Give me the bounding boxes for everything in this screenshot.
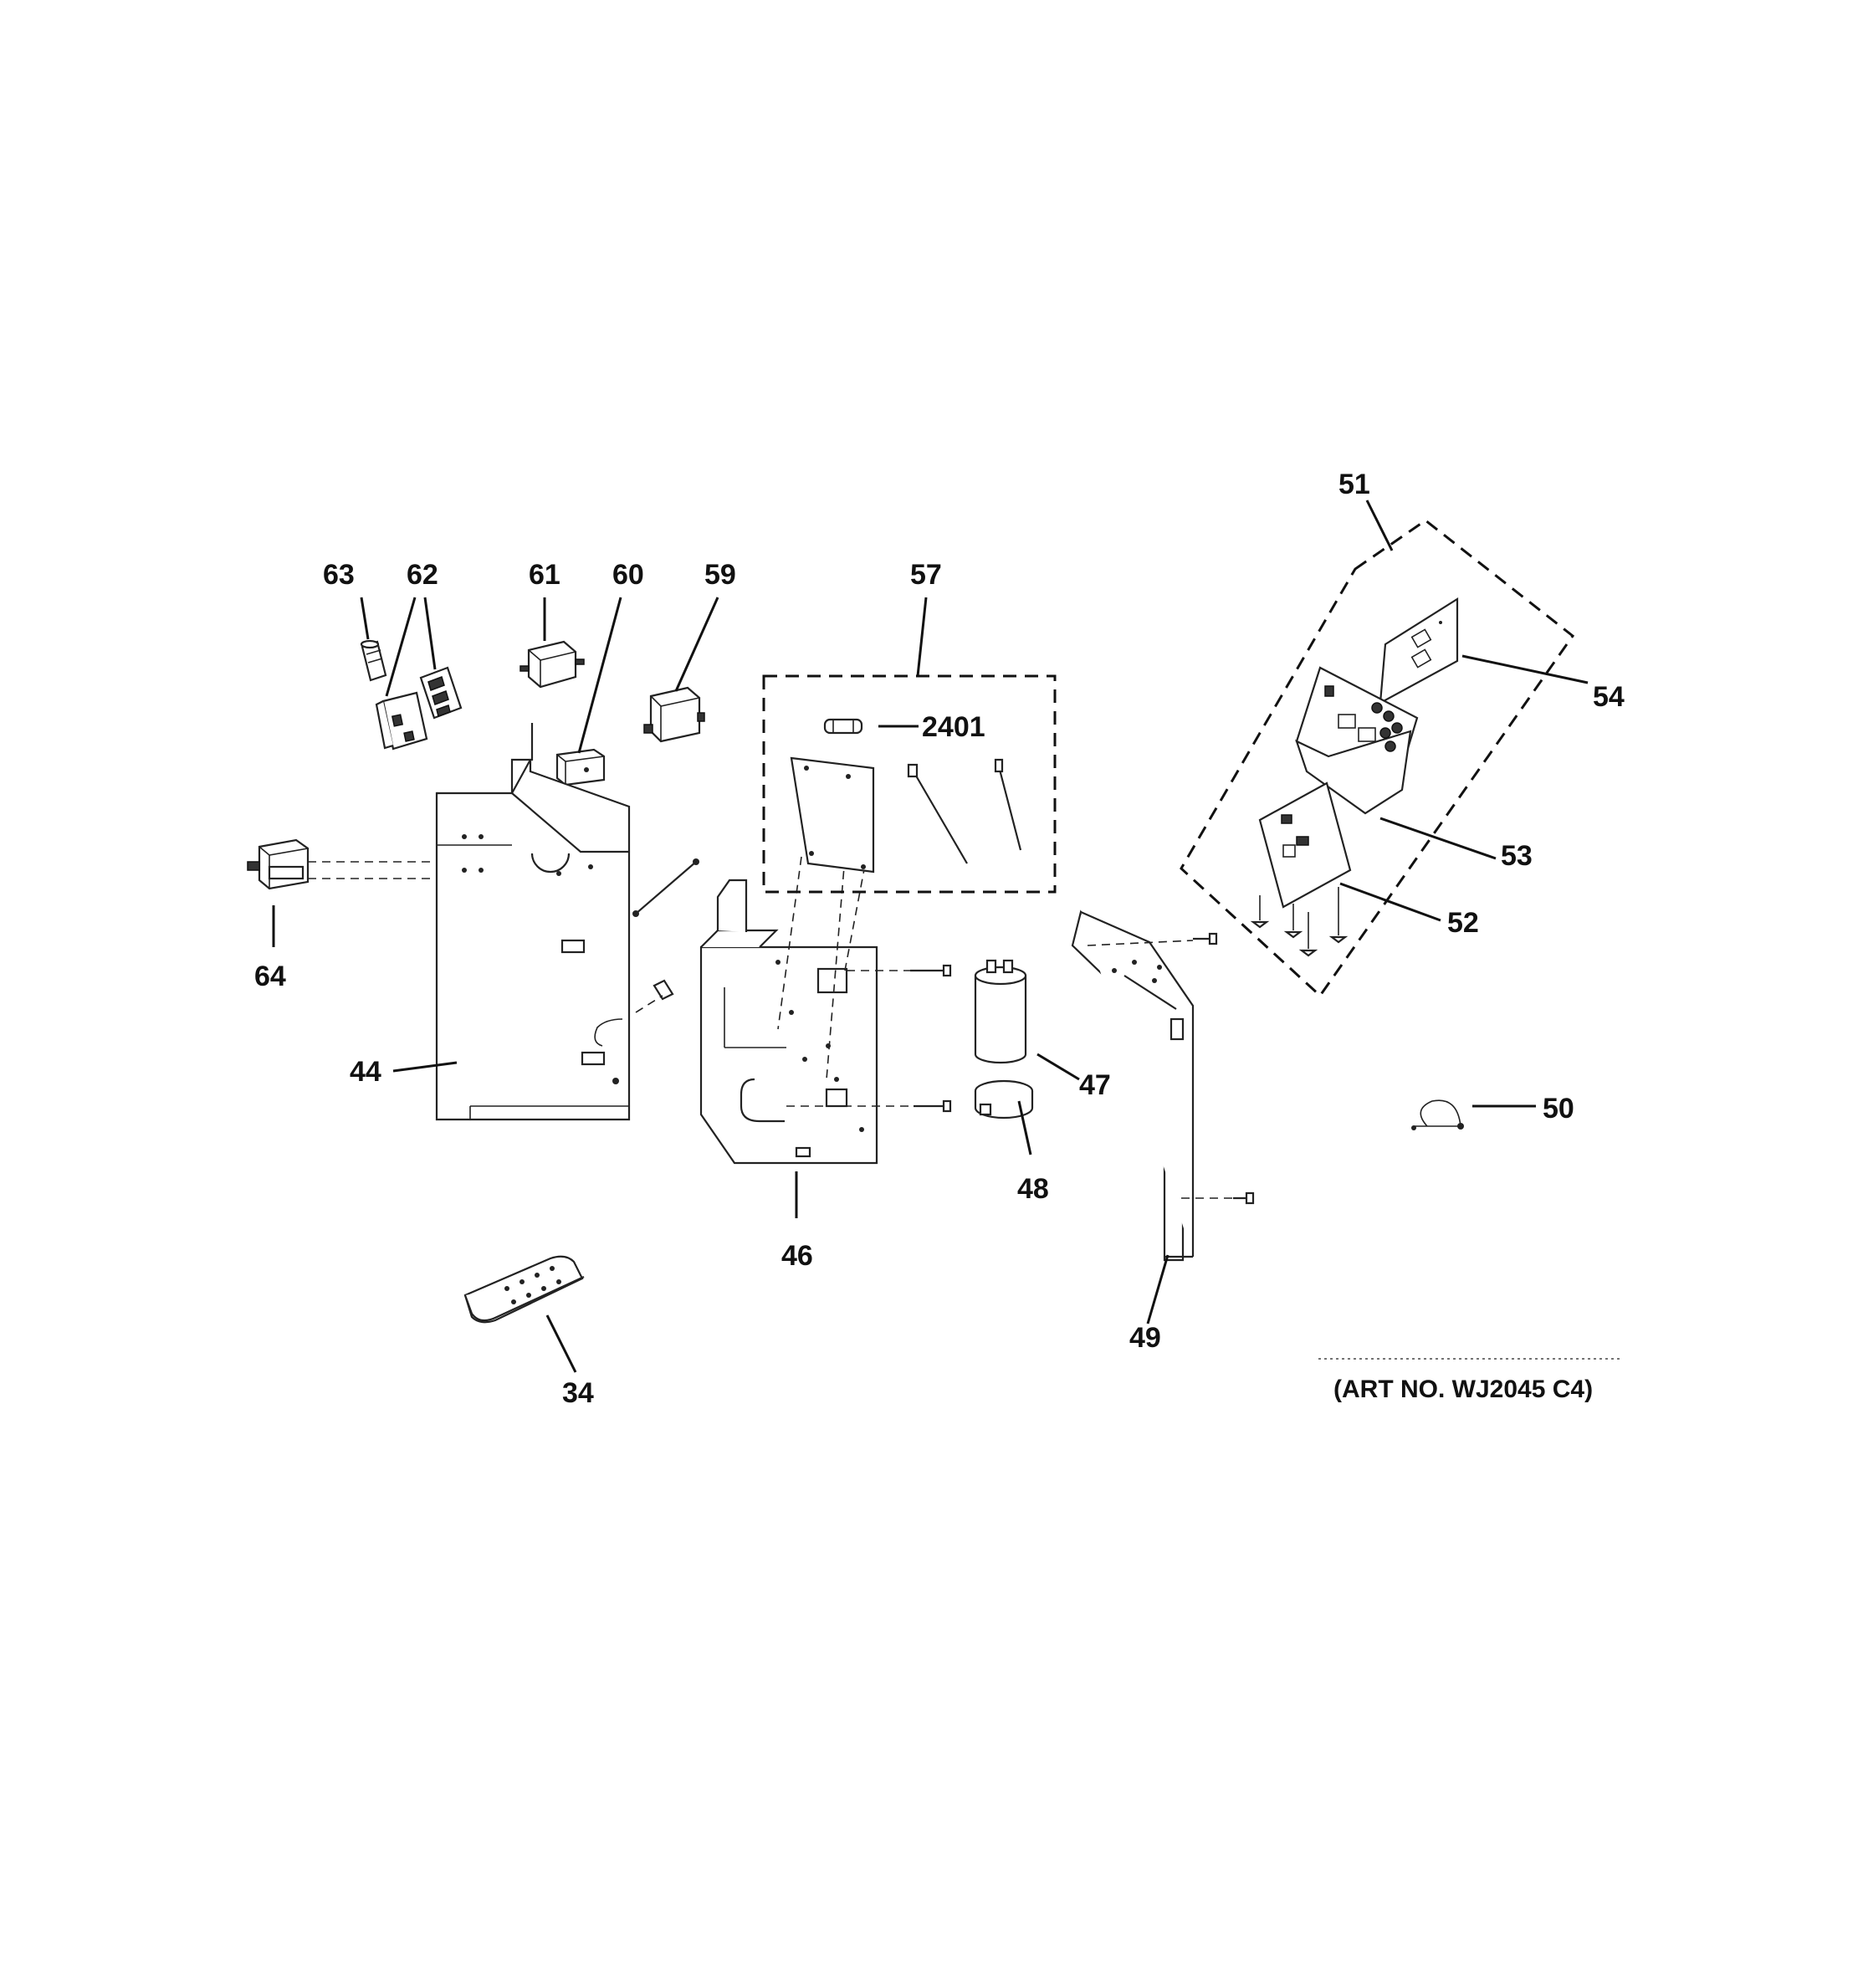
label-2401: 2401 bbox=[922, 711, 985, 743]
part-53-control-panel bbox=[1295, 666, 1419, 815]
label-64: 64 bbox=[254, 961, 286, 992]
part-51-kit bbox=[1180, 519, 1575, 998]
label-46: 46 bbox=[781, 1240, 813, 1272]
leader-lines bbox=[272, 500, 1589, 1373]
label-61: 61 bbox=[529, 559, 560, 591]
label-50: 50 bbox=[1543, 1093, 1574, 1125]
part-62-relay-b bbox=[419, 666, 463, 720]
part-64-transformer bbox=[247, 838, 485, 890]
part-57-kit bbox=[762, 674, 1057, 894]
art-number: (ART NO. WJ2045 C4) bbox=[1333, 1376, 1593, 1403]
part-61-relay bbox=[519, 640, 585, 689]
label-57: 57 bbox=[910, 559, 942, 591]
label-53: 53 bbox=[1501, 840, 1533, 872]
part-48-strap bbox=[974, 1079, 1034, 1120]
label-60: 60 bbox=[612, 559, 644, 591]
part-44-housing bbox=[435, 723, 631, 1121]
part-54-overlay bbox=[1379, 597, 1459, 705]
screw-3 bbox=[1193, 932, 1218, 945]
label-52: 52 bbox=[1447, 907, 1479, 939]
part-46-bracket bbox=[699, 856, 937, 1165]
label-48: 48 bbox=[1017, 1173, 1049, 1205]
label-54: 54 bbox=[1593, 681, 1625, 713]
screw-1 bbox=[910, 964, 952, 977]
part-2401-fuse bbox=[823, 718, 863, 735]
label-34: 34 bbox=[562, 1377, 594, 1409]
part-49-panel bbox=[1071, 909, 1235, 1262]
art-number-block: (ART NO. WJ2045 C4) bbox=[1318, 1358, 1620, 1403]
part-47-capacitor bbox=[974, 959, 1027, 1064]
part-labels: 63 62 61 60 59 57 2401 64 44 46 47 48 49… bbox=[254, 469, 1625, 1409]
label-47: 47 bbox=[1079, 1069, 1111, 1101]
part-62-relay-a bbox=[375, 691, 428, 751]
label-49: 49 bbox=[1129, 1322, 1161, 1354]
screw-4 bbox=[1233, 1191, 1255, 1205]
label-63: 63 bbox=[323, 559, 355, 591]
label-51: 51 bbox=[1338, 469, 1370, 500]
part-50-wire bbox=[1411, 1099, 1464, 1130]
label-59: 59 bbox=[704, 559, 736, 591]
part-63-cylinder bbox=[360, 639, 387, 682]
label-62: 62 bbox=[407, 559, 438, 591]
part-59-relay bbox=[643, 686, 705, 743]
part-52-pcb bbox=[1250, 781, 1352, 957]
part-60-box bbox=[555, 748, 606, 786]
screw-2 bbox=[914, 1099, 952, 1113]
small-connector bbox=[635, 979, 674, 1013]
part-34-remote bbox=[463, 1255, 585, 1324]
screw-rod bbox=[632, 858, 699, 917]
label-44: 44 bbox=[350, 1056, 381, 1088]
